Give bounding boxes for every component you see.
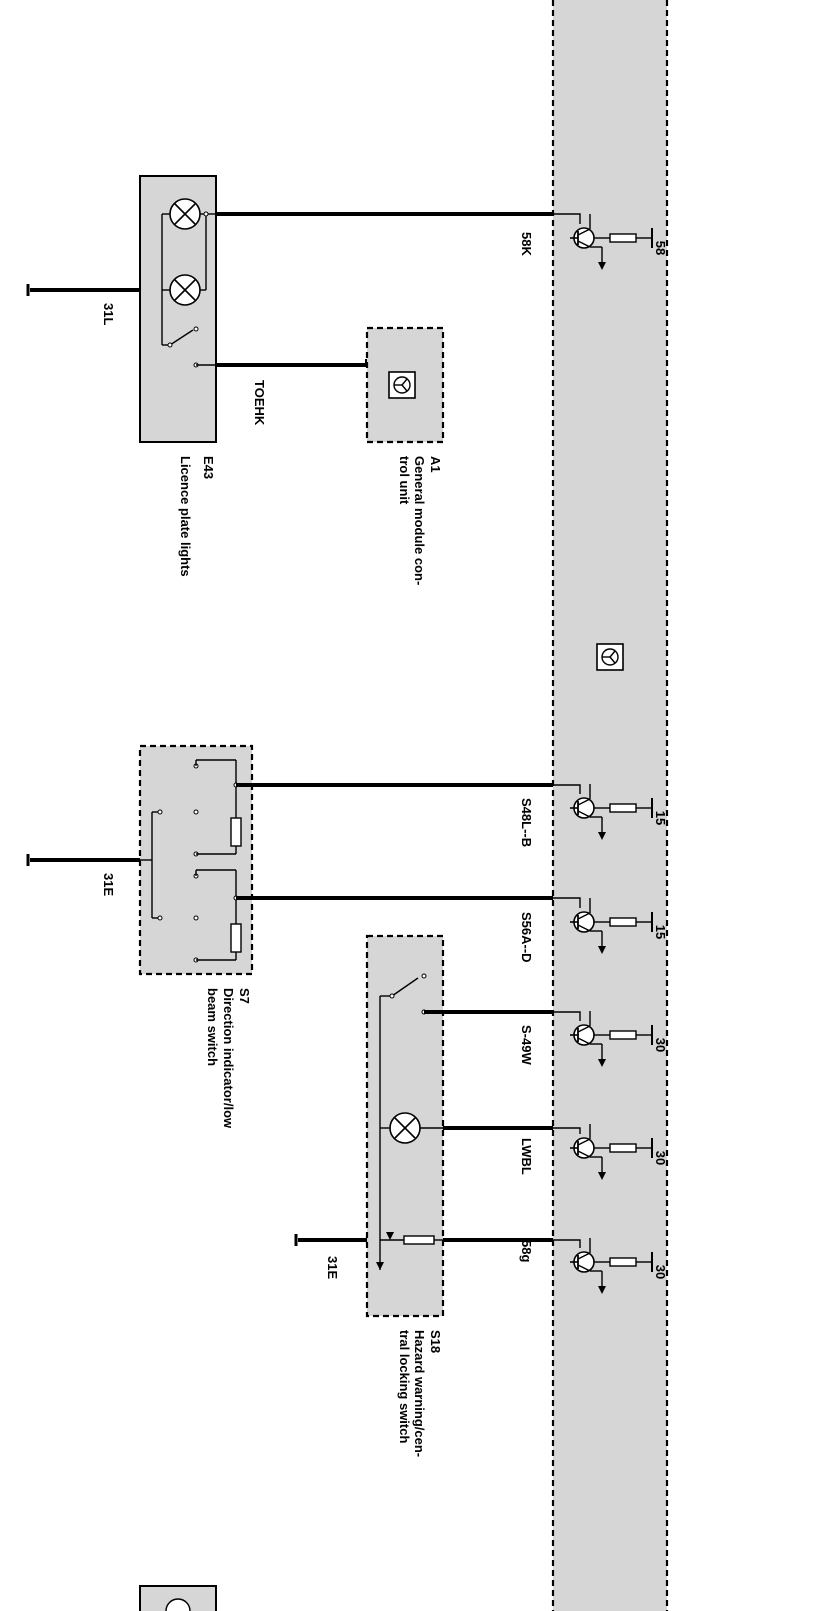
e43-lamp-icon [169,274,201,306]
s7-name: beam switch [205,988,220,1066]
supply-label: 15 [653,811,668,825]
s7-name: Direction indicator/low [221,988,236,1129]
wire-label: 58g [519,1240,534,1262]
e43-ground-label: 31L [101,303,116,325]
s18-code: S18 [428,1330,443,1353]
supply-label: 30 [653,1151,668,1165]
supply-label: 30 [653,1265,668,1279]
e43-lamp-icon [169,198,201,230]
wire-label: LWBL [519,1138,534,1175]
s18-ground-label: 31E [325,1256,340,1279]
module-icon [596,643,624,671]
a1-name: General module con- [412,456,427,585]
e43-code: E43 [201,456,216,479]
a1-module-icon [388,371,416,399]
s18-name: Hazard warning/cen- [412,1330,427,1457]
s7-ground-label: 31E [101,873,116,896]
a1-name: trol unit [397,456,412,505]
s18-lamp-icon [389,1112,421,1144]
supply-label: 58 [653,241,668,255]
e43-name: Licence plate lights [178,456,193,577]
wire-label: S56A--D [519,912,534,963]
s18-name: tral locking switch [397,1330,412,1443]
wire-label: S-49W [519,1025,534,1065]
supply-label: 15 [653,925,668,939]
e43-wire-label: TOEHK [252,380,267,426]
wire-label: S48L--B [519,798,534,847]
s7-code: S7 [237,988,252,1004]
wire-label: 58K [519,232,534,256]
a1-code: A1 [428,456,443,473]
supply-label: 30 [653,1038,668,1052]
